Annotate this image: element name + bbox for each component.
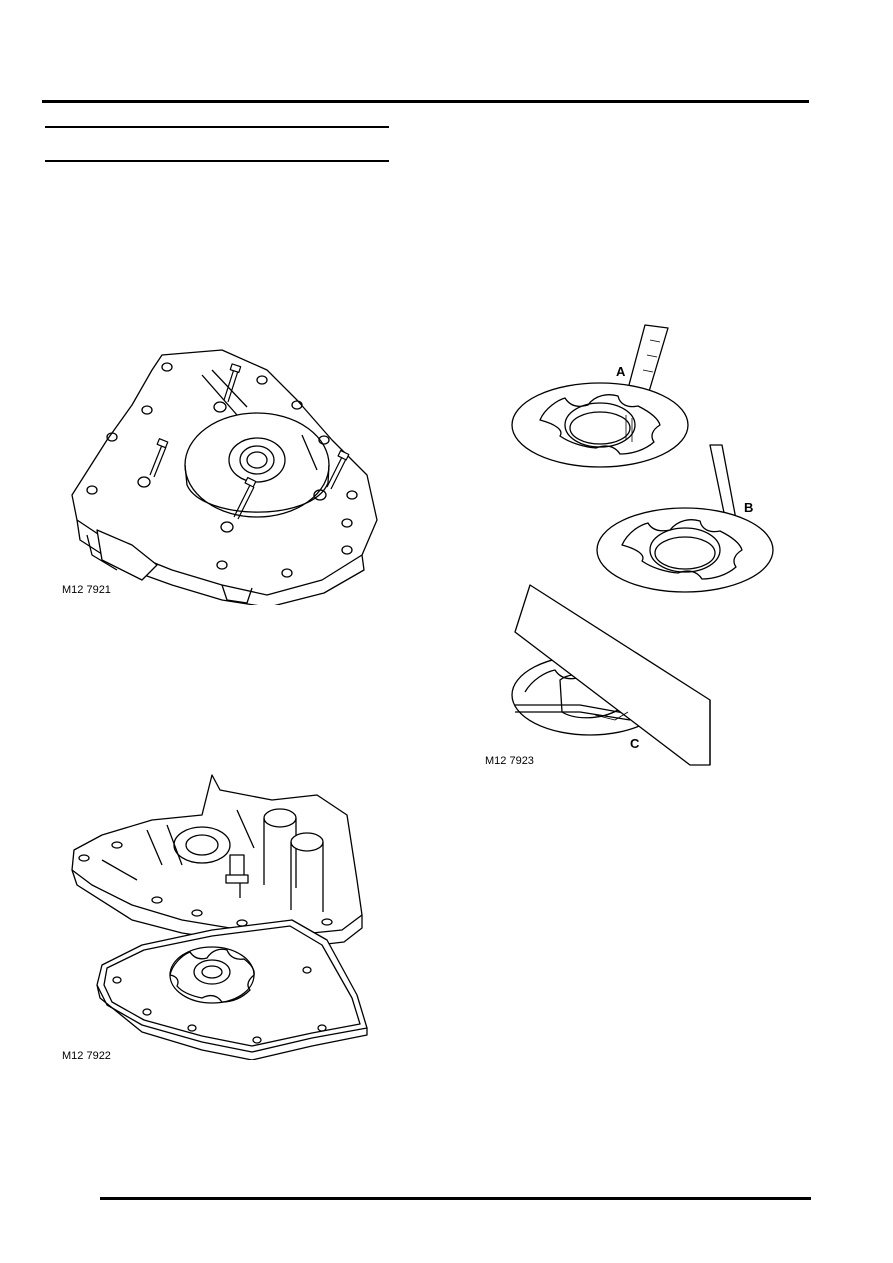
rotor-clearance-drawing (511, 324, 774, 766)
figure-caption-2: M12 7922 (62, 1050, 111, 1062)
header-rule (42, 100, 809, 103)
footer-rule (100, 1197, 811, 1200)
callout-c: C (630, 736, 640, 751)
callout-a: A (616, 364, 626, 379)
figure-oil-pump-cover (62, 345, 392, 605)
figure-oil-pump-exploded (62, 770, 377, 1060)
figure-caption-3: M12 7923 (485, 755, 534, 767)
section-rule-top (45, 126, 389, 128)
oil-pump-exploded-drawing (71, 774, 368, 1060)
oil-pump-cover-drawing (71, 349, 378, 605)
figure-rotor-clearance (500, 320, 800, 770)
figure-caption-1: M12 7921 (62, 584, 111, 596)
callout-b: B (744, 500, 754, 515)
section-rule-bottom (45, 160, 389, 162)
